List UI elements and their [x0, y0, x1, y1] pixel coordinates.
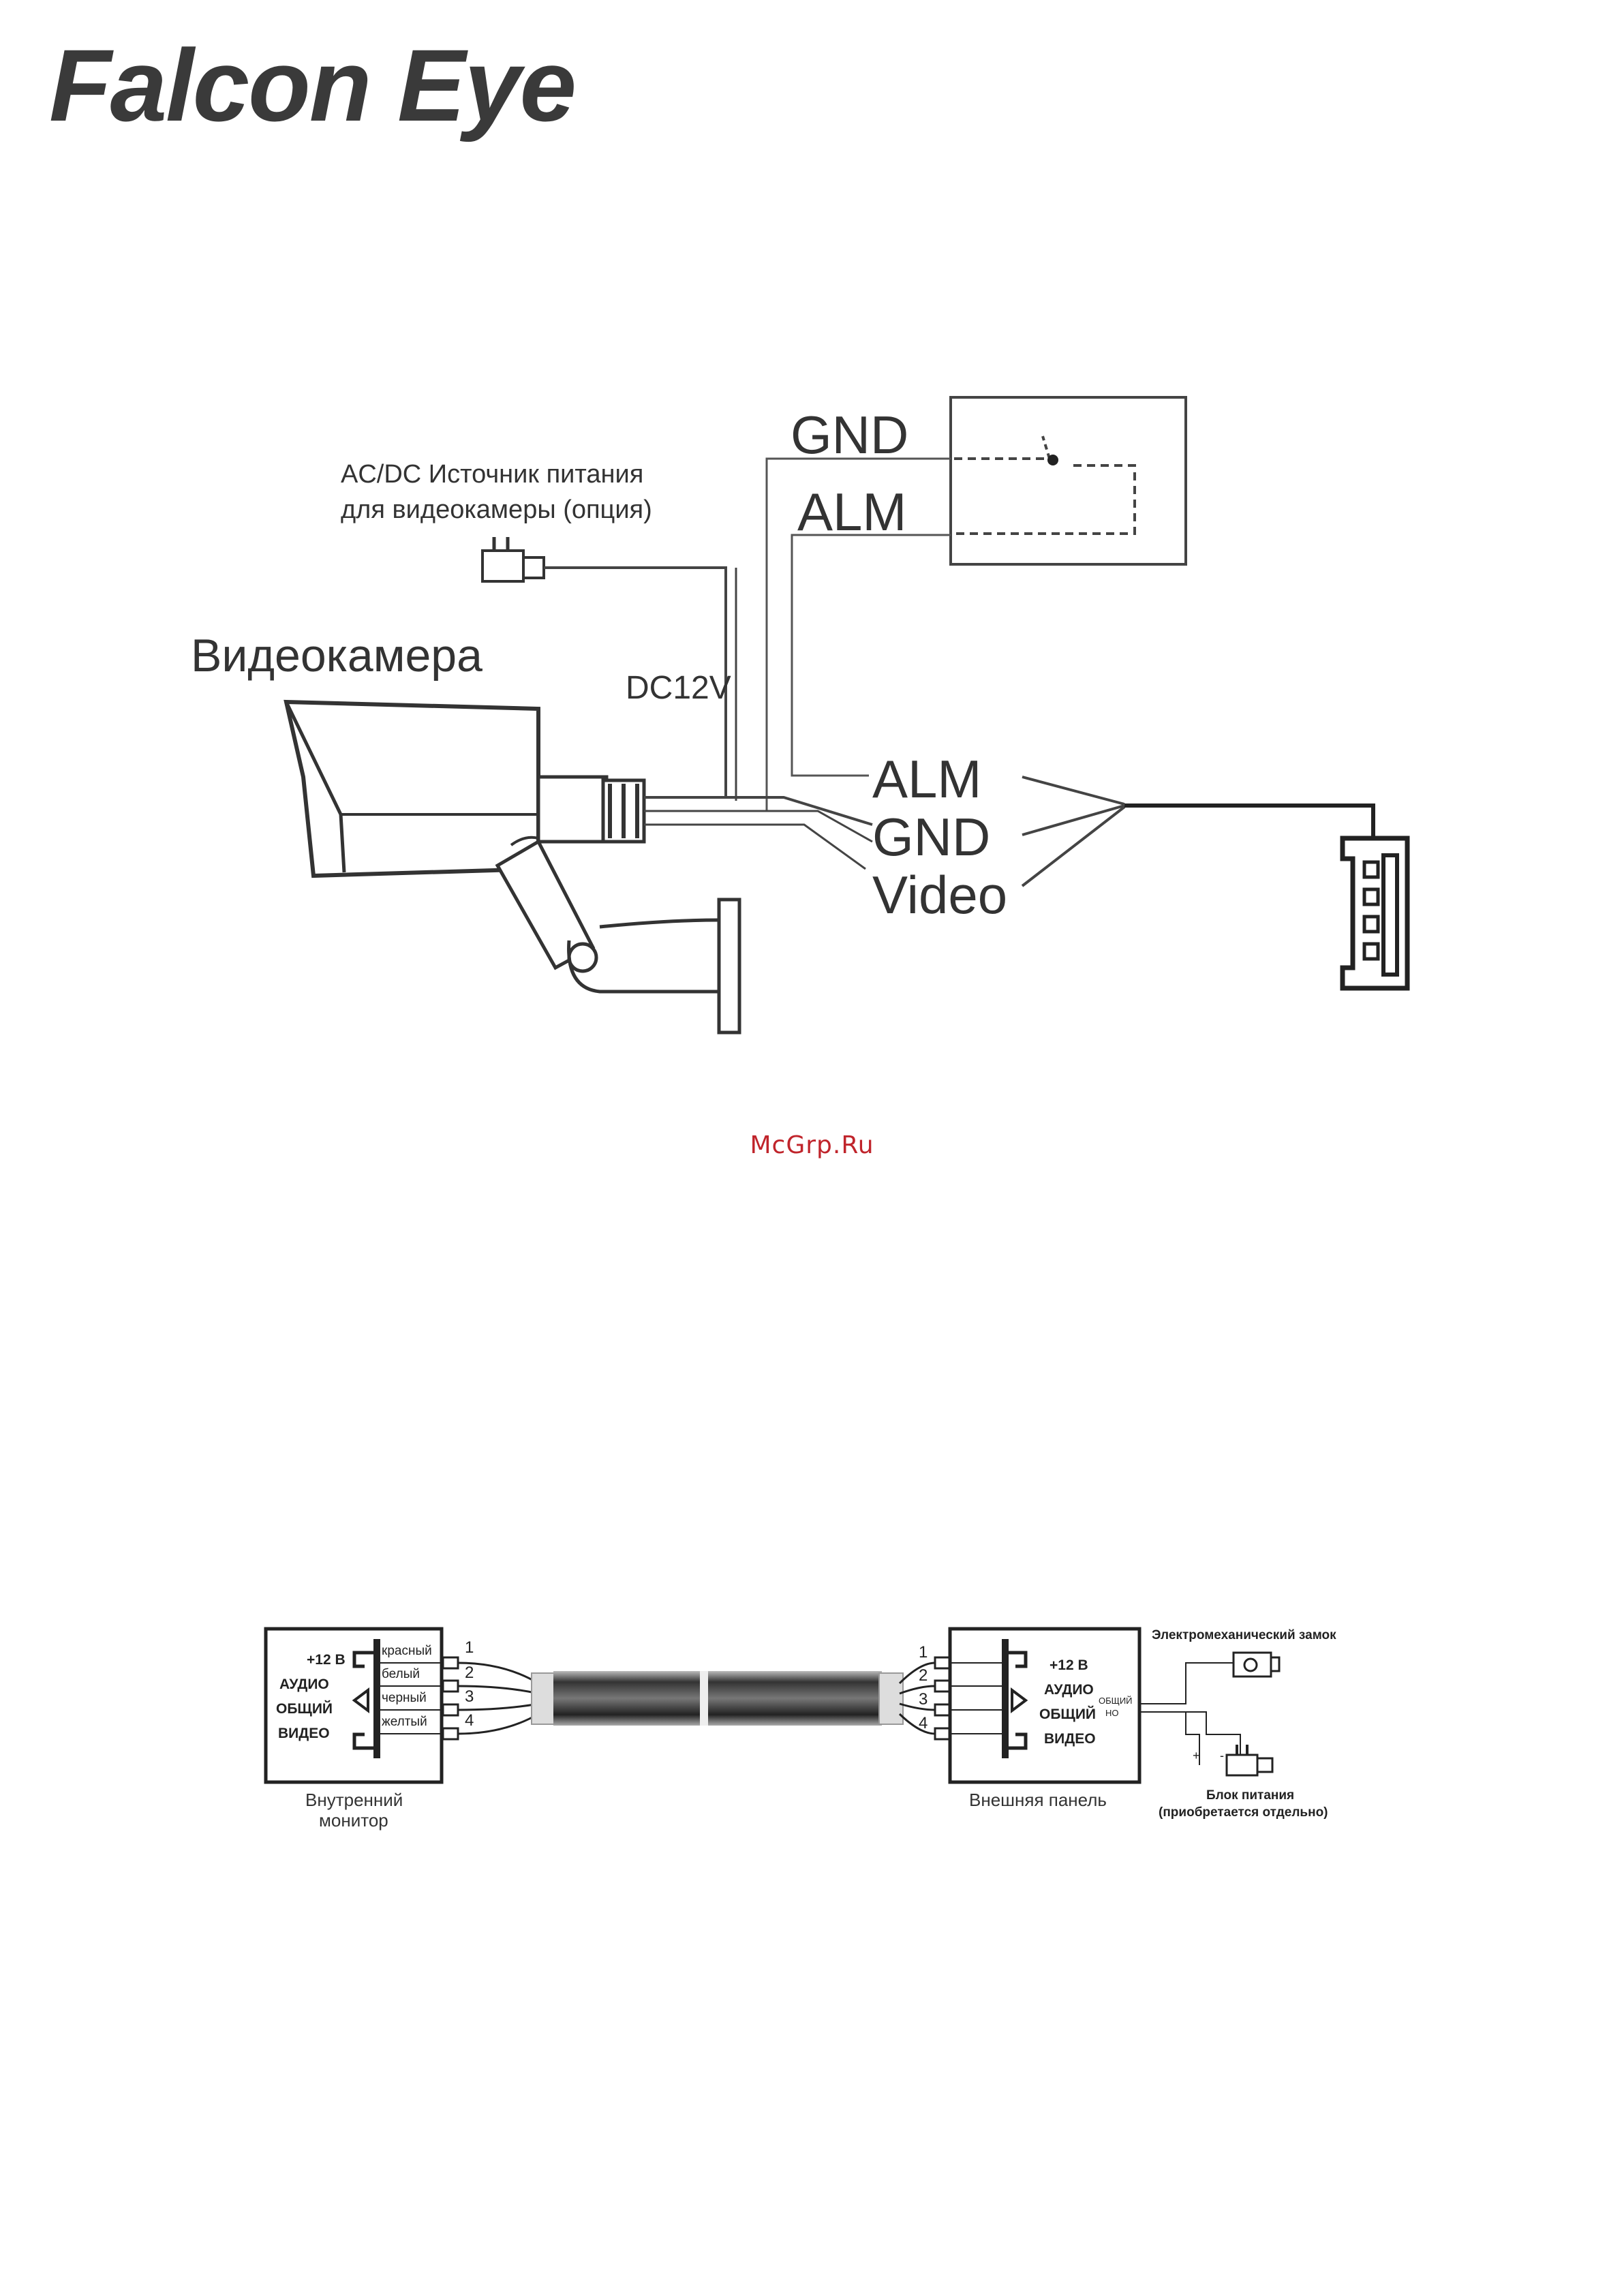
monitor-signal-2: АУДИО: [279, 1677, 329, 1692]
alm-wire-to-box: [791, 534, 951, 777]
panel-signal-3: ОБЩИЙ: [1039, 1706, 1096, 1722]
left-wire-number-4: 4: [465, 1711, 474, 1730]
psu-label-line1: Блок питания: [1206, 1788, 1294, 1803]
right-wire-number-4: 4: [919, 1714, 928, 1732]
alarm-switch-dashed-line: [954, 457, 1136, 535]
camera-wire-video: [644, 823, 866, 870]
brand-logo: Falcon Eye: [49, 28, 577, 142]
wire-alm-label: ALM: [872, 749, 981, 809]
panel-caption: Внешняя панель: [969, 1790, 1107, 1810]
alarm-switch-pivot: [1047, 455, 1058, 465]
psu-plus-label: +: [1193, 1749, 1200, 1762]
panel-signal-4: ВИДЕО: [1044, 1731, 1096, 1747]
monitor-signal-4: ВИДЕО: [278, 1726, 330, 1741]
wire-color-2: белый: [382, 1667, 420, 1681]
power-supply-label-line1: AC/DC Источник питания: [341, 460, 643, 489]
power-cable: [544, 566, 727, 797]
wire-color-3: черный: [382, 1691, 427, 1705]
right-wire-number-2: 2: [919, 1666, 928, 1685]
left-wire-number-1: 1: [465, 1638, 474, 1657]
panel-terminal-icon: [1002, 1639, 1028, 1758]
monitor-signal-3: ОБЩИЙ: [276, 1700, 333, 1717]
power-supply-label-line2: для видеокамеры (опция): [341, 495, 652, 524]
camera-label: Видеокамера: [191, 630, 482, 682]
outdoor-panel-box: [948, 1627, 1142, 1784]
connector-cable: [1124, 803, 1375, 838]
lock-wiring: [1139, 1662, 1241, 1765]
electromechanical-lock-icon: [1232, 1651, 1281, 1678]
left-wire-number-3: 3: [465, 1687, 474, 1706]
monitor-box: [264, 1627, 444, 1784]
wire-color-4: желтый: [382, 1715, 427, 1729]
panel-signal-1: +12 В: [1050, 1657, 1088, 1673]
box-alm-label: ALM: [797, 482, 906, 542]
wire-gnd-label: GND: [872, 807, 990, 867]
lock-label: Электромеханический замок: [1152, 1628, 1336, 1642]
gnd-wire-to-box: [765, 457, 951, 811]
watermark: McGrp.Ru: [750, 1131, 874, 1159]
multicore-cable-icon: [531, 1671, 904, 1726]
monitor-caption-line2: монитор: [319, 1810, 388, 1831]
left-wire-number-2: 2: [465, 1664, 474, 1682]
camera-wire-alm: [644, 796, 873, 826]
wire-video-label: Video: [872, 865, 1007, 925]
psu-label-line2: (приобретается отдельно): [1159, 1805, 1328, 1820]
psu-minus-label: -: [1220, 1749, 1224, 1762]
wire-color-1: красный: [382, 1644, 432, 1658]
alarm-device-box: [949, 396, 1187, 566]
four-pin-connector-icon: [1340, 836, 1410, 991]
alarm-switch-contact: [1041, 435, 1051, 459]
dc12v-label: DC12V: [626, 670, 731, 706]
bullet-camera-icon: [284, 699, 741, 1035]
right-wire-number-1: 1: [919, 1643, 928, 1662]
monitor-signal-1: +12 В: [307, 1652, 346, 1668]
panel-common-label: ОБЩИЙ: [1099, 1696, 1133, 1706]
box-gnd-label: GND: [791, 405, 908, 465]
monitor-caption-line1: Внутренний: [305, 1790, 403, 1810]
lock-power-adapter-icon: [1225, 1745, 1274, 1777]
camera-wire-gnd: [644, 810, 873, 843]
monitor-terminal-icon: [352, 1639, 380, 1758]
panel-no-label: НО: [1105, 1708, 1119, 1718]
panel-signal-2: АУДИО: [1044, 1682, 1094, 1698]
right-wire-number-3: 3: [919, 1690, 928, 1709]
